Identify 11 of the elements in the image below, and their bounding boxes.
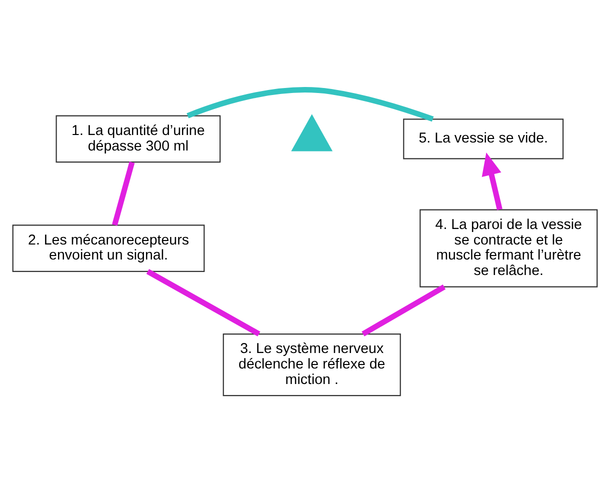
node-triangle [291,114,333,152]
node-box: 4. La paroi de la vessie se contracte et le muscle fermant l’urètre se relâche. [420,209,598,288]
connector [186,87,434,122]
node-box: 5. La vessie se vide. [403,118,564,160]
arrow [482,152,502,210]
node-box: 2. Les mécanorecepteurs envoient un signal. [12,224,205,272]
node-box: 1. La quantité d’urine dépasse 300 ml [56,115,221,163]
connector [112,162,135,226]
node-box: 3. Le système nerveux déclenche le réflexe de miction . [222,334,401,396]
connector [146,269,260,336]
connector [362,284,446,336]
